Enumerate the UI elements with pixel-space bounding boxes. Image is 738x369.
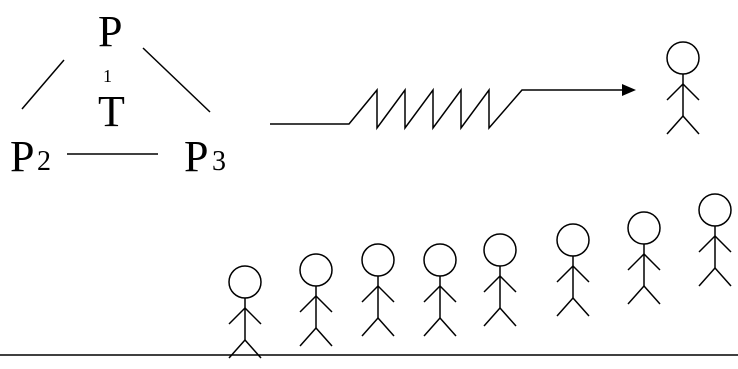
p3-label: P xyxy=(184,132,208,181)
p2-label: P xyxy=(10,132,34,181)
p1-label: P xyxy=(98,7,122,56)
stick-figure-icon xyxy=(423,243,457,337)
p2-subscript: 2 xyxy=(37,146,51,177)
t-label: T xyxy=(98,87,125,136)
stick-figure-icon xyxy=(556,223,590,317)
stick-figure-icon xyxy=(228,265,262,359)
zigzag-arrow-icon xyxy=(270,84,636,131)
triangle-group: P 1 T P 2 P 3 xyxy=(10,7,226,181)
p3-subscript: 3 xyxy=(212,146,226,177)
stick-figure-icon xyxy=(666,41,700,135)
stick-figure-icon xyxy=(698,193,732,287)
stick-figure-icon xyxy=(627,211,661,305)
people-layer xyxy=(228,41,732,359)
stick-figure-icon xyxy=(361,243,395,337)
triangle-edge-left xyxy=(21,59,65,110)
stick-figure-icon xyxy=(299,253,333,347)
stick-figure-icon xyxy=(483,233,517,327)
p1-subscript: 1 xyxy=(103,66,112,86)
triangle-edge-right xyxy=(142,47,211,113)
